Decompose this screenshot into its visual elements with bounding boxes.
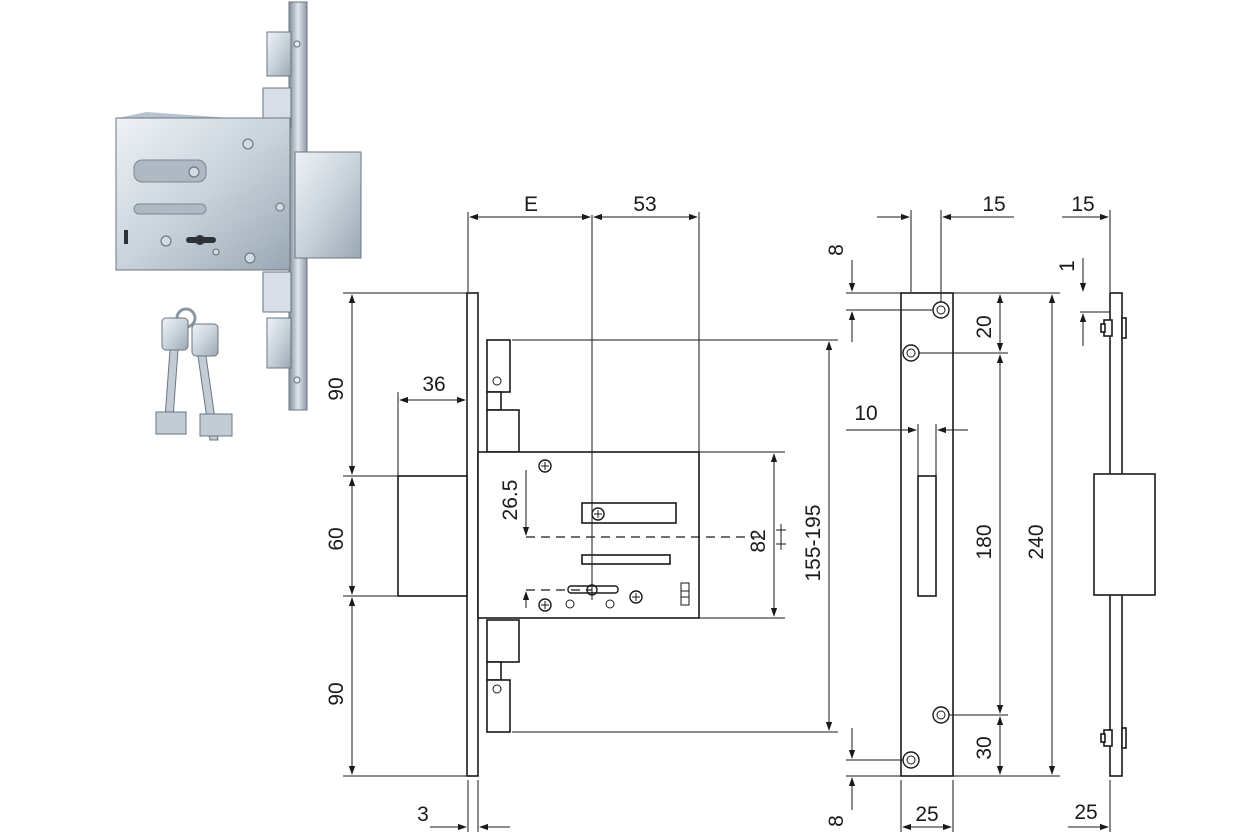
dim-20: 20 xyxy=(973,315,996,338)
dim-10: 10 xyxy=(854,402,877,425)
dim-15-top: 15 xyxy=(1071,193,1094,216)
dim-26-5: 26.5 xyxy=(499,480,522,521)
lock-product-illustration xyxy=(115,1,362,411)
dim-15-side: 15 xyxy=(982,193,1005,216)
dim-25-plate: 25 xyxy=(915,803,938,826)
dim-90-bottom: 90 xyxy=(325,682,348,705)
dim-90-top: 90 xyxy=(325,377,348,400)
dim-3: 3 xyxy=(417,803,429,826)
dim-82: 82 xyxy=(747,529,770,552)
dim-180: 180 xyxy=(973,524,996,559)
dim-60: 60 xyxy=(325,527,348,550)
profile-view xyxy=(1093,292,1156,777)
dimension-lines xyxy=(343,210,1111,832)
dim-e: E xyxy=(524,193,538,216)
keys-illustration xyxy=(155,307,233,441)
dim-155-195: 155-195 xyxy=(802,504,825,581)
dim-30: 30 xyxy=(973,736,996,759)
dim-53: 53 xyxy=(633,193,656,216)
faceplate-view xyxy=(900,292,954,777)
dim-8-top: 8 xyxy=(825,244,848,256)
dim-36: 36 xyxy=(422,373,445,396)
dim-1: 1 xyxy=(1056,260,1079,272)
dim-240: 240 xyxy=(1025,524,1048,559)
dimension-labels: E 53 15 15 8 1 90 36 60 90 26.5 82 155-1… xyxy=(325,193,1098,827)
front-view xyxy=(397,215,786,777)
dim-25-side: 25 xyxy=(1074,801,1097,824)
dim-8-bottom: 8 xyxy=(825,815,848,827)
